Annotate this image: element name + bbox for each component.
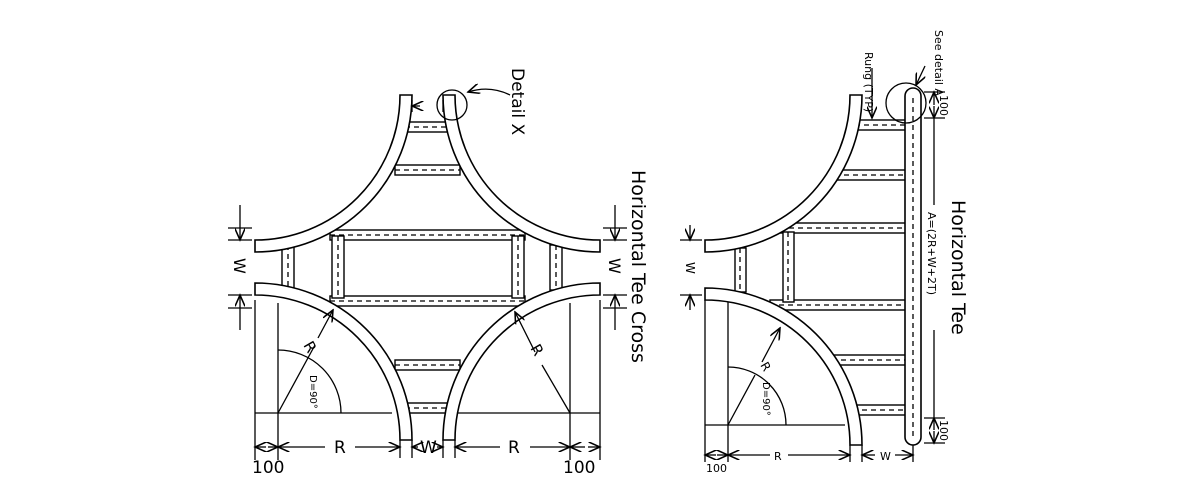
detail-x-label: Detail X	[507, 68, 527, 135]
svg-text:W: W	[420, 438, 437, 458]
horizontal-tee-cross-title: Horizontal Tee Cross	[627, 170, 649, 363]
rung-typ-label: Rung (TYP)	[862, 52, 875, 112]
svg-text:R: R	[774, 450, 782, 463]
svg-text:100: 100	[706, 462, 727, 475]
side-rail-upper	[704, 94, 863, 253]
svg-text:R: R	[508, 438, 520, 458]
svg-text:100: 100	[252, 458, 284, 478]
svg-text:W: W	[605, 258, 624, 274]
rungs	[734, 119, 908, 416]
angle-label-left: D=90°	[307, 375, 318, 409]
horizontal-tee-cross-figure: Detail X Horizontal Tee Cross W W R D=90…	[228, 68, 649, 478]
bottom-dimensions-left-figure: 100 R W R 100	[252, 438, 600, 478]
svg-text:100: 100	[563, 458, 595, 478]
horizontal-tee-figure: See detail A Rung (TYP) 100 A=(2R+W+2T) …	[680, 30, 969, 475]
svg-text:W: W	[683, 262, 697, 274]
svg-text:100: 100	[937, 95, 950, 116]
svg-text:W: W	[230, 258, 249, 274]
width-dimension-left: W	[228, 205, 252, 330]
svg-text:W: W	[880, 450, 891, 463]
bottom-dimensions-right-figure: 100 R W	[705, 445, 913, 475]
side-rail-upper-left	[254, 94, 413, 253]
side-rail-lower	[704, 287, 863, 446]
straight-side-rail	[904, 87, 922, 446]
see-detail-label: See detail A	[932, 30, 945, 96]
svg-text:100: 100	[937, 420, 950, 441]
detail-a-circle	[885, 82, 927, 124]
radius-label-right: R	[527, 341, 548, 359]
width-dimension: W	[680, 225, 702, 310]
horizontal-tee-title: Horizontal Tee	[947, 200, 969, 335]
svg-text:A=(2R+W+2T): A=(2R+W+2T)	[925, 212, 938, 295]
svg-text:R: R	[334, 438, 346, 458]
angle-label: D=90°	[760, 382, 771, 416]
rungs	[281, 121, 563, 414]
side-rail-upper-right	[442, 94, 601, 253]
width-dimension-right: W	[603, 205, 627, 330]
detail-x-circle	[436, 89, 468, 121]
length-dimension: 100 A=(2R+W+2T) 100	[924, 92, 950, 443]
radius-label: R	[757, 360, 773, 374]
